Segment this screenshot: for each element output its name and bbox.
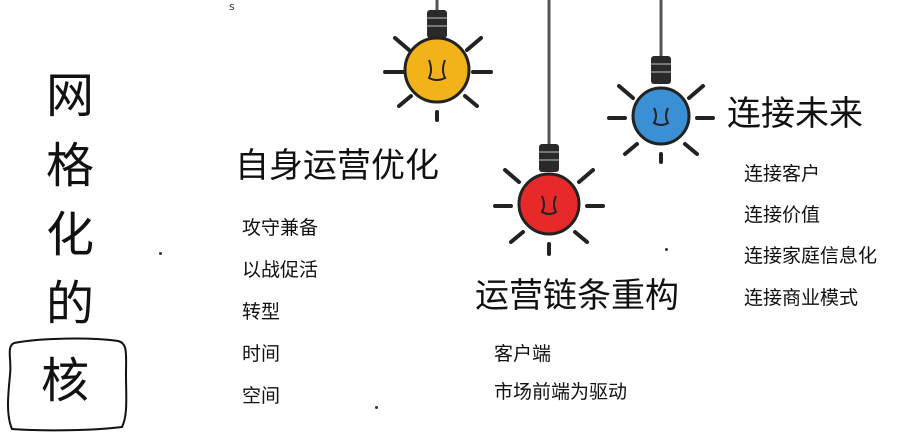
list-item: 连接价值: [744, 204, 821, 226]
hand-drawn-frame: [7, 337, 128, 432]
list-item: 攻守兼备: [242, 217, 319, 239]
title-char-4: 的: [45, 276, 94, 332]
lightbulb-icon: [493, 144, 605, 256]
list-item: 连接家庭信息化: [744, 245, 878, 267]
bulb-glass-red: [517, 172, 581, 236]
section-heading-self-ops: 自身运营优化: [235, 146, 439, 186]
list-item: 时间: [242, 343, 281, 365]
decorative-dot: [375, 406, 378, 409]
title-char-5: 核: [40, 353, 89, 409]
title-char-1: 网: [45, 68, 94, 124]
list-item: 客户端: [494, 343, 552, 365]
list-item: 连接客户: [744, 163, 821, 185]
list-item: 连接商业模式: [744, 287, 859, 309]
lightbulb-icon: [607, 56, 715, 164]
title-char-3: 化: [45, 207, 94, 263]
corner-mark: s: [229, 0, 235, 13]
bulb-glass-blue: [631, 86, 691, 146]
title-char-2: 格: [45, 138, 94, 194]
section-heading-future: 连接未来: [727, 94, 863, 134]
list-item: 空间: [242, 385, 281, 407]
lightbulb-icon: [383, 10, 493, 122]
list-item: 转型: [242, 301, 281, 323]
list-item: 市场前端为驱动: [494, 381, 628, 403]
decorative-dot: [665, 248, 668, 251]
list-item: 以战促活: [242, 259, 319, 281]
section-heading-chain: 运营链条重构: [475, 276, 679, 316]
bulb-glass-yellow: [403, 36, 471, 104]
decorative-dot: [159, 252, 162, 255]
